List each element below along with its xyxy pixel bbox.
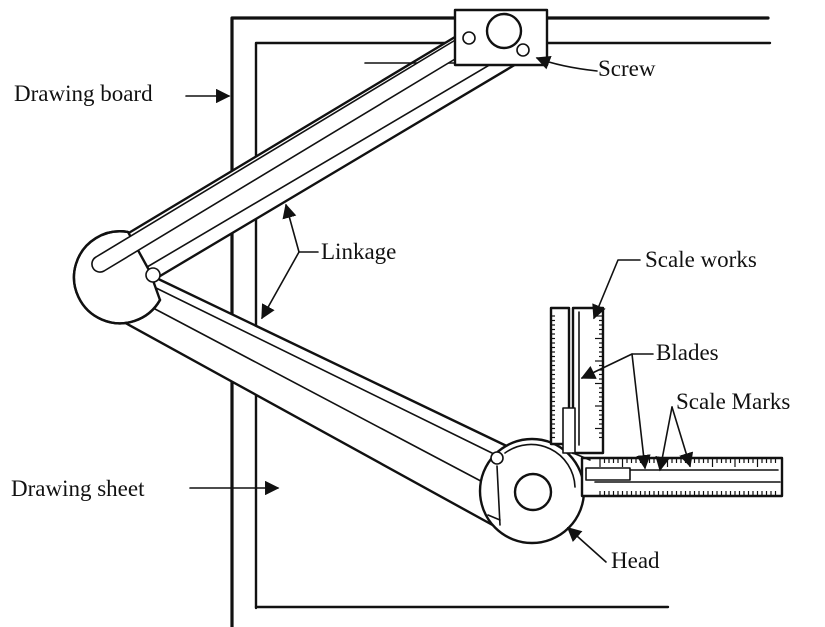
leader-lines (185, 55, 694, 563)
label-head: Head (611, 548, 660, 573)
label-screw: Screw (598, 56, 656, 81)
blade-junction (562, 407, 591, 461)
leader-screw (535, 55, 598, 72)
lower-linkage-arm (118, 273, 517, 530)
leader-linkage-upper (282, 203, 319, 253)
vertical-blade (549, 306, 605, 455)
label-linkage: Linkage (321, 239, 396, 264)
horizontal-blade (580, 456, 784, 498)
drawing-sheet-outline (254, 41, 772, 610)
leader-scale-works (592, 259, 641, 320)
leader-scale-marks-2 (671, 406, 694, 468)
label-scale-marks: Scale Marks (676, 389, 790, 414)
label-drawing-sheet: Drawing sheet (11, 476, 145, 501)
leader-head (566, 527, 607, 563)
drawing-board-outline (230, 16, 770, 627)
leader-scale-marks-1 (655, 406, 673, 472)
protractor-head (478, 437, 586, 545)
label-drawing-board: Drawing board (14, 81, 153, 106)
leader-linkage-lower (261, 251, 300, 320)
leader-blade-horizontal (631, 353, 651, 470)
label-blades: Blades (656, 340, 719, 365)
screw-clamp (453, 8, 549, 67)
elbow-joint (72, 34, 475, 325)
label-scale-works: Scale works (645, 247, 757, 272)
